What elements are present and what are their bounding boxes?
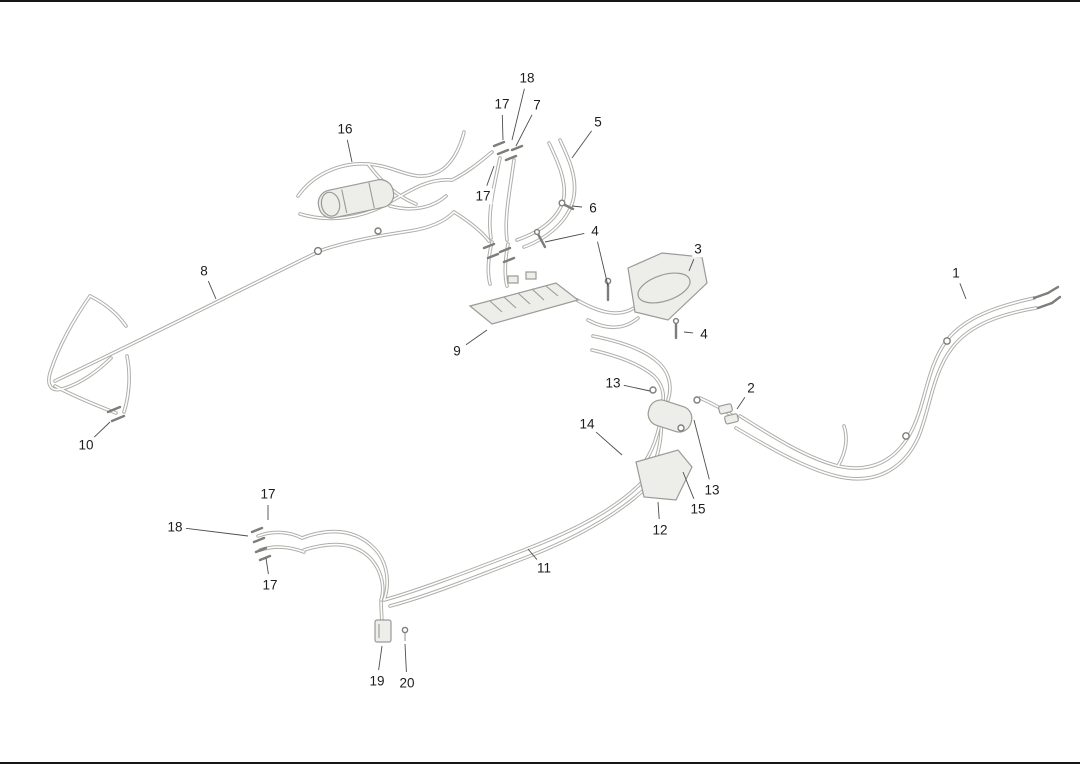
pump-16-body <box>317 179 395 219</box>
bolt-6 <box>558 199 575 211</box>
leader-line-1-0 <box>959 283 967 300</box>
tube-runs-core <box>48 131 1037 625</box>
leader-line-3-2 <box>688 259 695 272</box>
leader-line-17-18 <box>501 114 504 141</box>
leader-line-14-15 <box>594 430 623 456</box>
leader-line-9-9 <box>465 329 488 346</box>
clamps-13 <box>649 386 701 432</box>
leader-line-4-3 <box>544 232 585 243</box>
manifold-9 <box>468 271 580 325</box>
leader-line-4-3 <box>597 241 609 287</box>
top-border <box>0 0 1080 2</box>
leader-line-7-7 <box>515 114 533 147</box>
leader-line-5-5 <box>571 130 592 159</box>
leader-line-13-14 <box>693 419 710 480</box>
leader-line-11-11 <box>527 548 538 560</box>
bracket-3 <box>627 252 708 321</box>
leader-line-20-25 <box>404 643 407 673</box>
bracket-12 <box>635 449 693 501</box>
leader-lines <box>93 88 967 673</box>
leader-line-16-17 <box>346 139 353 163</box>
fittings-10 <box>106 405 126 423</box>
bolt-20 <box>401 626 409 641</box>
leader-line-12-12 <box>657 501 660 520</box>
fittings-mid-cluster <box>482 242 516 264</box>
leader-line-10-10 <box>93 421 111 438</box>
leader-line-18-23 <box>185 527 249 537</box>
connector-2 <box>718 403 739 425</box>
fittings-1-end <box>1032 285 1062 310</box>
leader-line-13-13 <box>623 384 651 392</box>
components-layer <box>106 140 1062 643</box>
fittings-top-cluster <box>492 140 524 162</box>
pump-15-body <box>647 399 693 433</box>
bottom-border <box>0 762 1080 764</box>
leader-line-2-1 <box>736 396 746 410</box>
leader-line-19-24 <box>378 645 383 671</box>
leader-line-15-16 <box>682 471 695 499</box>
leader-line-6-6 <box>571 205 583 208</box>
leader-line-4-4 <box>683 331 694 334</box>
leader-line-17-21 <box>265 557 269 575</box>
leader-line-8-8 <box>207 280 217 300</box>
fittings-left-cluster <box>250 526 272 562</box>
leader-line-17-19 <box>486 165 495 186</box>
bracket-19 <box>374 619 392 643</box>
tube-couplers <box>313 227 951 440</box>
leader-line-18-22 <box>511 88 525 141</box>
